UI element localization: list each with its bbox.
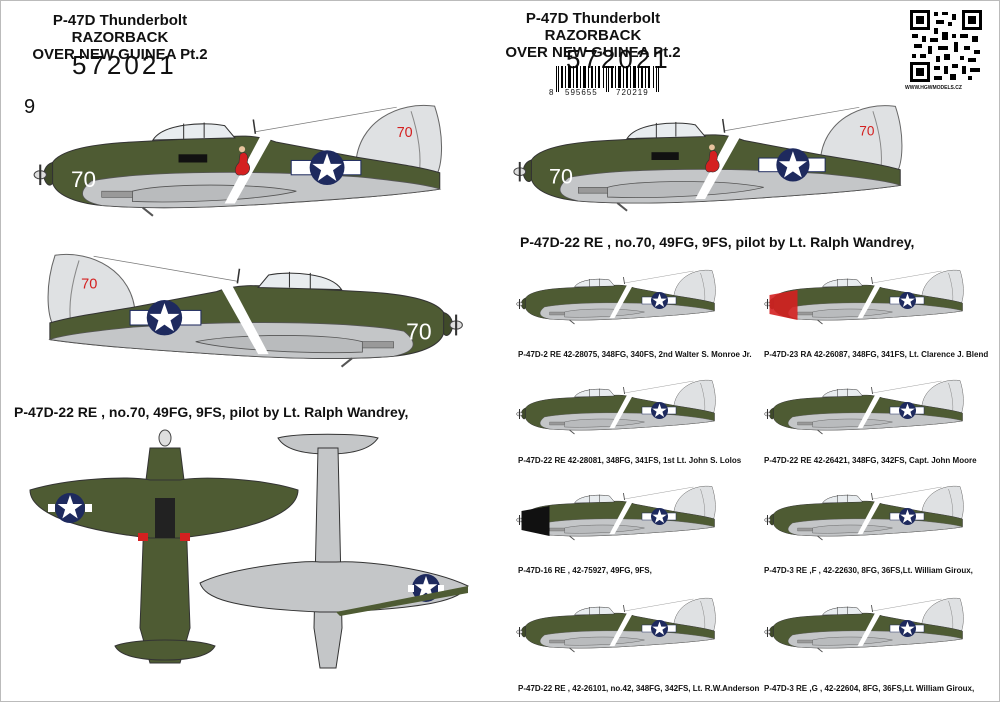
profile-number: 70 (71, 167, 96, 192)
variant-profile-1 (516, 269, 716, 325)
website-label: WWW.HGWMODELS.CZ (905, 85, 962, 91)
variant-profile-7 (516, 597, 716, 653)
tail-number-starboard: 70 (81, 277, 97, 293)
variant-profile-3 (516, 379, 716, 435)
barcode-icon (556, 66, 659, 92)
variant-profile-8 (764, 597, 964, 653)
aircraft-profile-right-large: 70 70 (512, 104, 903, 212)
right-caption: P-47D-22 RE , no.70, 49FG, 9FS, pilot by… (520, 234, 915, 250)
sheet-number: 9 (24, 96, 36, 118)
profile-number-starboard: 70 (406, 319, 431, 345)
aircraft-bottom-view (199, 433, 469, 669)
variant-profile-4 (764, 379, 964, 435)
right-title-line2: OVER NEW GUINEA Pt.2 (505, 44, 681, 61)
variant-caption-4: P-47D-22 RE 42-26421, 348FG, 342FS, Capt… (764, 456, 977, 465)
barcode-digits-right: 720219 (616, 88, 649, 97)
tail-number-right: 70 (859, 124, 875, 139)
barcode-digits-mid: 595655 (565, 88, 598, 97)
left-title: P-47D Thunderbolt RAZORBACK OVER NEW GUI… (5, 12, 235, 63)
aircraft-top-view (29, 429, 299, 664)
variant-caption-2: P-47D-23 RA 42-26087, 348FG, 341FS, Lt. … (764, 350, 989, 359)
qr-code-icon (910, 10, 982, 82)
variant-profile-5 (516, 485, 716, 541)
left-product-code: 572021 (72, 50, 177, 80)
variant-profile-2 (764, 269, 964, 325)
right-title: P-47D Thunderbolt RAZORBACK OVER NEW GUI… (478, 10, 708, 61)
left-title-line2: OVER NEW GUINEA Pt.2 (32, 46, 208, 63)
aircraft-profile-left-large: 70 70 (33, 104, 443, 217)
variant-caption-7: P-47D-22 RE , 42-26101, no.42, 348FG, 34… (518, 684, 760, 693)
variant-caption-5: P-47D-16 RE , 42-75927, 49FG, 9FS, (518, 566, 652, 575)
aircraft-profile-starboard: 70 70 (47, 253, 464, 368)
variant-caption-1: P-47D-2 RE 42-28075, 348FG, 340FS, 2nd W… (518, 350, 752, 359)
variant-caption-8: P-47D-3 RE ,G , 42-22604, 8FG, 36FS,Lt. … (764, 684, 975, 693)
tail-number: 70 (397, 125, 413, 141)
left-title-line1: P-47D Thunderbolt RAZORBACK (52, 12, 188, 46)
variant-caption-3: P-47D-22 RE 42-28081, 348FG, 341FS, 1st … (518, 456, 742, 465)
right-product-code: 572021 (566, 44, 671, 74)
nose-art (234, 152, 250, 176)
left-caption: P-47D-22 RE , no.70, 49FG, 9FS, pilot by… (14, 404, 409, 420)
barcode-digit-left: 8 (549, 88, 554, 97)
profile-number-right: 70 (549, 164, 573, 188)
variant-caption-6: P-47D-3 RE ,F , 42-22630, 8FG, 36FS,Lt. … (764, 566, 973, 575)
variant-profile-6 (764, 485, 964, 541)
right-title-line1: P-47D Thunderbolt RAZORBACK (525, 10, 661, 44)
